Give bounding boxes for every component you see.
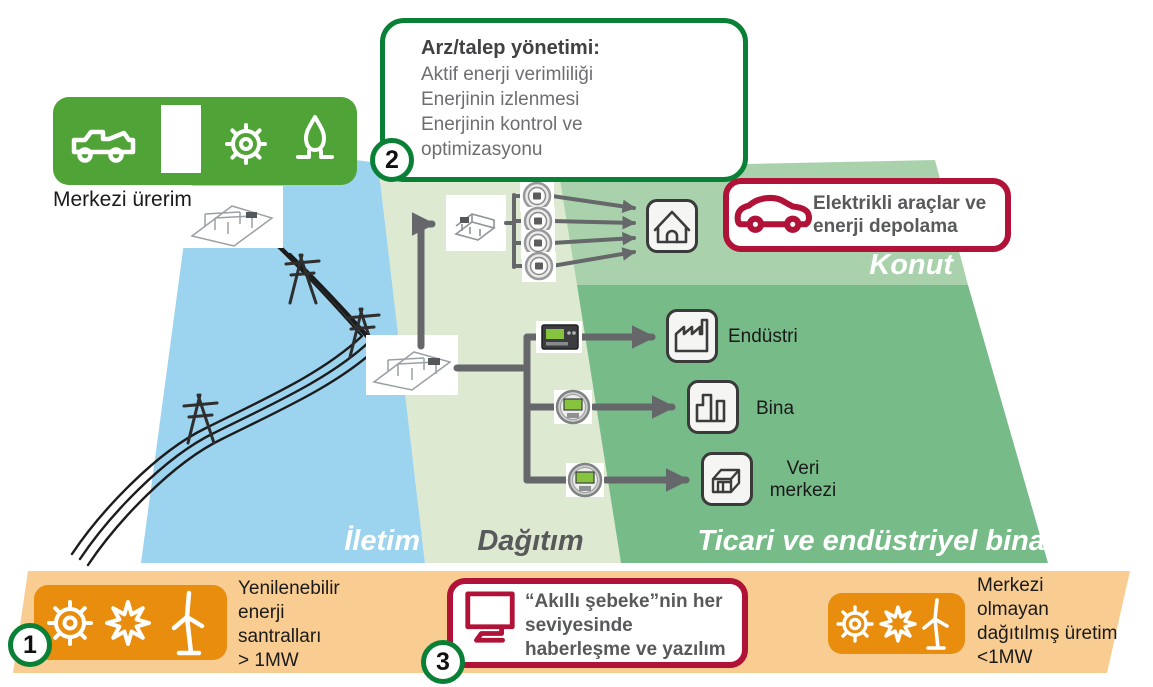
car-icon xyxy=(734,194,812,233)
step-2-badge: 2 xyxy=(370,138,414,182)
residential-flow-lines xyxy=(504,193,637,269)
industry-node xyxy=(666,309,718,363)
renewables-text: Yenilenebilir enerji santralları > 1MW xyxy=(238,578,340,671)
central-generation-box xyxy=(53,97,357,185)
distributed-generation-text: Merkezi olmayan dağıtılmış üretim <1MW xyxy=(977,575,1118,668)
truck-icon xyxy=(71,129,136,163)
substation-icon xyxy=(366,335,458,395)
region-label-commercial: Ticari ve endüstriyel bina xyxy=(697,525,1045,557)
sun-icon xyxy=(105,600,151,646)
building-node xyxy=(687,380,739,434)
meter-icon xyxy=(554,389,592,425)
datacenter-icon xyxy=(711,468,741,494)
house-node xyxy=(646,199,698,253)
region-transmission-band xyxy=(141,160,425,563)
plant-block-icon xyxy=(161,105,201,173)
meter-icon xyxy=(520,181,556,282)
monitor-icon xyxy=(465,591,515,643)
wind-turbine-icon xyxy=(922,598,949,650)
sun-icon xyxy=(879,605,917,643)
wind-turbine-icon xyxy=(171,590,205,656)
house-icon xyxy=(653,210,691,244)
supply-demand-callout: Arz/talep yönetimi: Aktif enerji verimli… xyxy=(380,18,748,182)
industry-label: Endüstri xyxy=(728,326,798,347)
region-label-distribution: Dağıtım xyxy=(477,525,584,557)
flow-arrow xyxy=(550,215,637,230)
grid-flow-lines xyxy=(411,212,690,492)
region-label-residential: Konut xyxy=(869,249,953,281)
meter-icon xyxy=(566,462,604,498)
step-3-badge: 3 xyxy=(421,640,465,684)
flow-arrow xyxy=(550,247,637,268)
region-label-transmission: İletim xyxy=(344,525,420,557)
flow-arrow xyxy=(411,212,436,350)
region-commercial-band xyxy=(577,285,1048,563)
gear-icon xyxy=(47,600,93,646)
datacenter-node xyxy=(701,452,753,506)
building-icon xyxy=(695,393,726,423)
substation-icon xyxy=(183,186,283,248)
gear-icon xyxy=(836,605,874,643)
ev-storage-text: Elektrikli araçlar ve enerji depolama xyxy=(813,193,987,237)
callout-body: Aktif enerji verimliliği Enerjinin izlen… xyxy=(421,64,594,160)
callout-title: Arz/talep yönetimi: xyxy=(421,37,600,59)
smart-grid-software-text: “Akıllı şebeke”nin her seviyesinde haber… xyxy=(525,591,726,660)
distributed-generation-box xyxy=(828,593,965,654)
datacenter-label: Veri merkezi xyxy=(769,458,837,501)
central-generation-label: Merkezi ürerim xyxy=(53,188,192,211)
gas-flame-icon xyxy=(296,115,334,159)
flow-arrow xyxy=(550,231,637,246)
flow-arrow xyxy=(550,194,637,214)
gear-icon xyxy=(225,123,267,165)
pylon-icon xyxy=(182,253,381,445)
transformer-icon xyxy=(446,195,506,251)
factory-icon xyxy=(674,318,709,353)
step-1-badge: 1 xyxy=(8,623,52,667)
ev-storage-box: Elektrikli araçlar ve enerji depolama xyxy=(723,178,1011,252)
smart-grid-software-box: “Akıllı şebeke”nin her seviyesinde haber… xyxy=(447,578,748,668)
meter-icon xyxy=(536,321,582,353)
renewable-plants-box xyxy=(34,585,227,660)
building-label: Bina xyxy=(756,398,795,419)
